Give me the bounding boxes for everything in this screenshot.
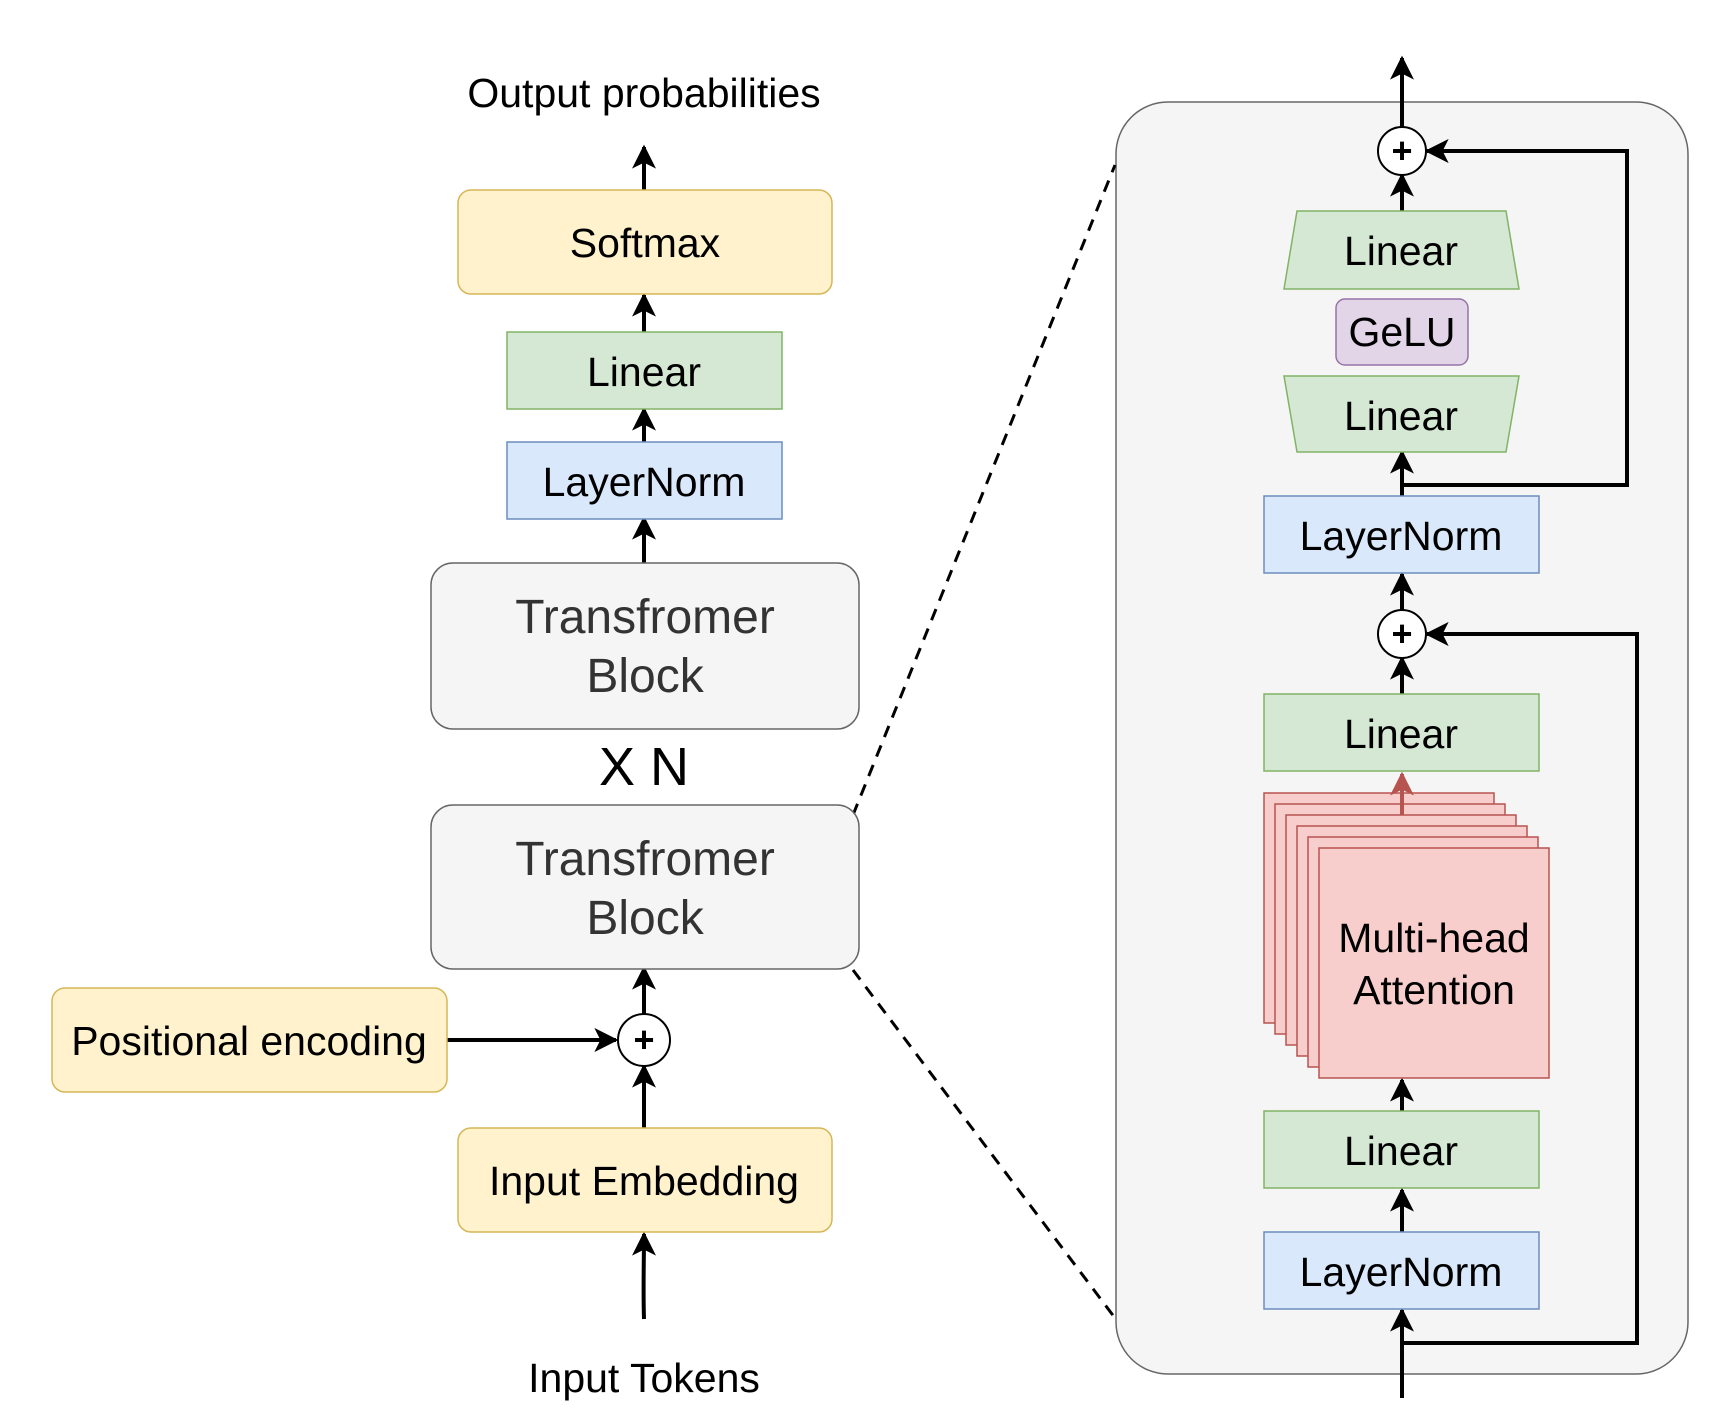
detail-connectors (1390, 55, 1639, 1398)
input-embedding-box: Input Embedding (457, 1127, 833, 1233)
zoom-connector-bottom (851, 969, 1117, 1319)
input-tokens-label: Input Tokens (528, 1355, 760, 1401)
left-connectors (447, 144, 656, 1320)
detail-linear-down-projection: Linear (1283, 375, 1520, 453)
detail-linear-up-projection: Linear (1283, 210, 1520, 290)
zoom-connector-top (851, 164, 1117, 816)
svg-text:LayerNorm: LayerNorm (543, 459, 746, 505)
svg-text:LayerNorm: LayerNorm (1300, 513, 1503, 559)
detail-linear-attention-output: Linear (1263, 693, 1540, 772)
svg-text:LayerNorm: LayerNorm (1300, 1249, 1503, 1295)
svg-text:Linear: Linear (587, 349, 701, 395)
svg-text:Block: Block (586, 650, 704, 703)
detail-add-top: + (1377, 126, 1427, 176)
attention-label-line1: Multi-head (1338, 915, 1529, 961)
attention-label-line2: Attention (1353, 967, 1515, 1013)
svg-text:Linear: Linear (1344, 393, 1458, 439)
multi-head-attention-stack: Multi-head Attention (1263, 792, 1550, 1079)
detail-gelu: GeLU (1335, 298, 1469, 366)
svg-text:+: + (1391, 613, 1412, 654)
svg-text:+: + (1391, 130, 1412, 171)
detail-add-mid: + (1377, 609, 1427, 659)
svg-text:Input Embedding: Input Embedding (489, 1158, 799, 1204)
output-probabilities-label: Output probabilities (467, 70, 820, 116)
svg-text:Transfromer: Transfromer (515, 833, 775, 886)
layernorm-box: LayerNorm (506, 441, 783, 520)
add-node: + (617, 1013, 671, 1067)
svg-text:GeLU: GeLU (1348, 309, 1455, 355)
svg-text:Linear: Linear (1344, 711, 1458, 757)
detail-layernorm-bottom: LayerNorm (1263, 1231, 1540, 1310)
linear-box: Linear (506, 331, 783, 410)
svg-text:Positional encoding: Positional encoding (71, 1018, 427, 1064)
svg-text:+: + (633, 1019, 654, 1060)
transformer-block-bottom: Transfromer Block (430, 804, 860, 970)
svg-text:Transfromer: Transfromer (515, 591, 775, 644)
svg-text:Linear: Linear (1344, 228, 1458, 274)
softmax-box: Softmax (457, 189, 833, 295)
repeat-n-label: X N (599, 737, 689, 797)
svg-text:Softmax: Softmax (570, 220, 721, 266)
svg-text:Block: Block (586, 892, 704, 945)
svg-text:Linear: Linear (1344, 1128, 1458, 1174)
detail-linear-attention-input: Linear (1263, 1110, 1540, 1189)
transformer-block-top: Transfromer Block (430, 562, 860, 730)
positional-encoding-box: Positional encoding (51, 987, 448, 1093)
detail-layernorm-mid: LayerNorm (1263, 495, 1540, 574)
